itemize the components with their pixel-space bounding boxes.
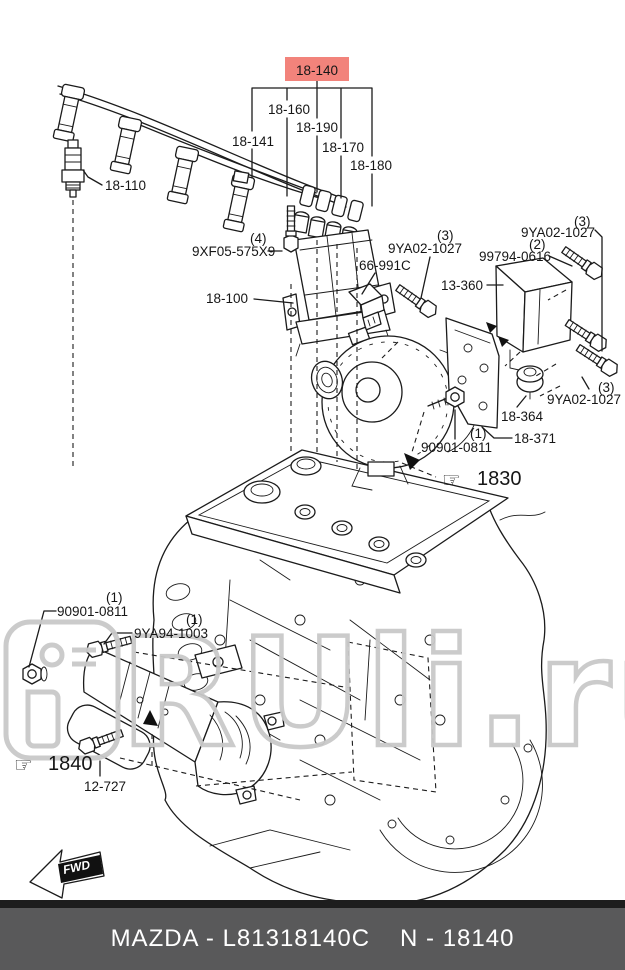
qty-label-3-center: (3)	[437, 228, 454, 243]
fwd-direction-arrow: FWD	[29, 849, 105, 899]
ref-label-1830: 1830	[477, 468, 522, 490]
part-label-66-991c: 66-991C	[359, 258, 411, 273]
fwd-label: FWD	[62, 857, 92, 876]
part-label-18-190: 18-190	[296, 120, 338, 135]
part-label-9ya02-1027-center: 9YA02-1027	[388, 241, 462, 256]
ignition-coil-drawing	[282, 211, 396, 357]
alternator-drawing	[310, 326, 480, 491]
part-label-9ya94-1003: 9YA94-1003	[134, 626, 208, 641]
spark-plug-drawing	[61, 139, 85, 470]
part-label-18-140-highlighted[interactable]: 18-140	[296, 63, 338, 78]
assembly-dashed-lines	[290, 240, 567, 478]
drawing-cutoff-strip	[0, 900, 625, 908]
part-label-99794-0616: 99794-0616	[479, 249, 551, 264]
parts-diagram: RUli.ru 18-140 18-160 18-190 18-141 18-1…	[3, 57, 625, 905]
part-label-9ya02-1027-topright: 9YA02-1027	[521, 225, 595, 240]
part-label-18-160: 18-160	[268, 102, 310, 117]
part-label-9xf05-575x9: 9XF05-575X9	[192, 244, 275, 259]
highlight-box	[285, 57, 349, 81]
hand-pointer-icon-1830: ☞	[442, 468, 461, 492]
footer-catalog-code: MAZDA - L81318140C	[110, 925, 371, 952]
nut-90901-right-drawing	[445, 386, 465, 408]
part-label-18-180: 18-180	[350, 158, 392, 173]
part-label-18-110: 18-110	[105, 178, 146, 193]
part-label-18-364: 18-364	[501, 409, 544, 424]
part-label-18-170: 18-170	[322, 140, 364, 155]
qty-label-3-bottomright: (3)	[598, 380, 615, 395]
sensor-drawing	[348, 283, 385, 331]
qty-label-3-topright: (3)	[574, 214, 591, 229]
hand-pointer-icon-1840: ☞	[14, 753, 33, 777]
mount-18-364-drawing	[516, 365, 544, 400]
spark-plug-wire-set-drawing	[51, 83, 364, 233]
pointer-arrow-1830	[404, 453, 420, 470]
qty-label-1-right: (1)	[470, 426, 487, 441]
part-labels: 18-140 18-160 18-190 18-141 18-170 18-18…	[14, 57, 621, 794]
part-label-90901-0811-left: 90901-0811	[57, 604, 128, 619]
part-label-18-100: 18-100	[206, 291, 248, 306]
nut-90901-left-drawing	[22, 663, 48, 685]
bolt-99794-drawing	[559, 243, 607, 283]
part-label-18-141: 18-141	[232, 134, 274, 149]
footer-bar: MAZDA - L81318140C N - 18140	[0, 908, 625, 970]
watermark-text: RUli.ru	[120, 607, 625, 781]
part-label-9ya02-1027-bottomright: 9YA02-1027	[547, 392, 621, 407]
qty-label-2: (2)	[529, 237, 546, 252]
footer-part-number: N - 18140	[400, 925, 515, 952]
part-label-18-371: 18-371	[514, 431, 556, 446]
part-label-12-727: 12-727	[84, 779, 126, 794]
bolt-9ya02-center-drawing	[393, 281, 441, 321]
ref-label-1840: 1840	[48, 753, 93, 775]
bracket-13-360-drawing	[486, 257, 573, 373]
qty-label-1-left: (1)	[106, 590, 123, 605]
label-leader-lines	[28, 80, 603, 777]
qty-label-4: (4)	[250, 231, 267, 246]
part-label-90901-0811-right: 90901-0811	[421, 440, 492, 455]
part-label-13-360: 13-360	[441, 278, 483, 293]
watermark: RUli.ru	[3, 605, 625, 783]
qty-label-1-starter: (1)	[186, 612, 203, 627]
